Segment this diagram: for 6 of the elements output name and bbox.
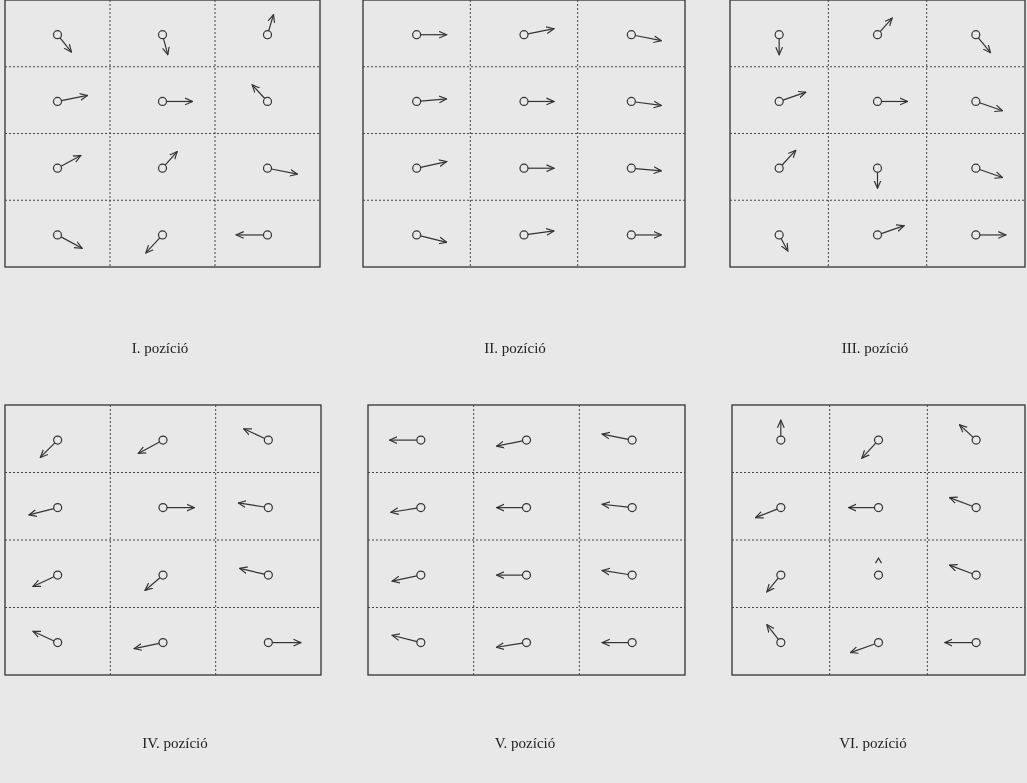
position-caption: II. pozíció <box>484 340 546 357</box>
position-caption: V. pozíció <box>494 735 556 752</box>
position-caption: VI. pozíció <box>839 735 907 752</box>
position-caption: I. pozíció <box>131 340 189 357</box>
position-caption: III. pozíció <box>841 340 909 357</box>
position-caption: IV. pozíció <box>142 735 208 752</box>
